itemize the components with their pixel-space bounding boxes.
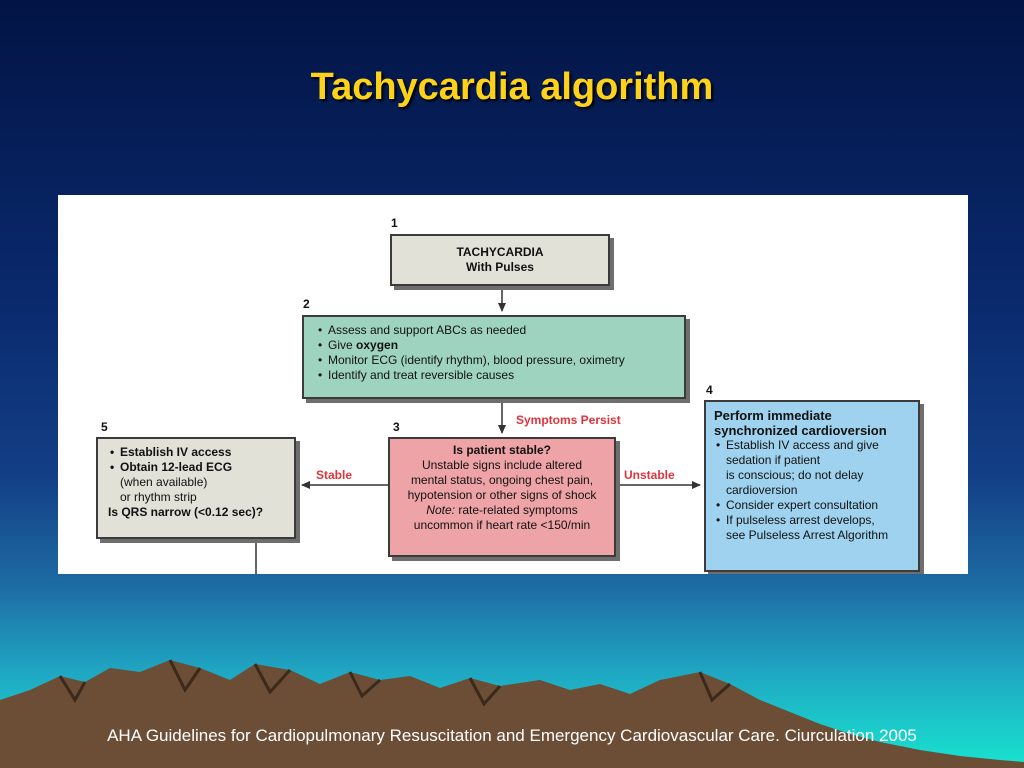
box-stability-check: Is patient stable? Unstable signs includ… xyxy=(388,437,616,557)
box5-footer: Is QRS narrow (<0.12 sec)? xyxy=(108,505,264,519)
step-number-3: 3 xyxy=(393,420,400,434)
mountain-range xyxy=(0,660,1024,768)
box2-item: Monitor ECG (identify rhythm), blood pre… xyxy=(318,353,684,368)
box5-item: Obtain 12-lead ECG xyxy=(110,460,294,475)
box3-note: Note: rate-related symptoms xyxy=(390,503,614,518)
label-stable: Stable xyxy=(316,468,353,482)
box4-item: Establish IV access and give xyxy=(716,438,912,453)
connector-lines xyxy=(255,288,701,574)
box2-item: Give oxygen xyxy=(318,338,684,353)
box2-item: Identify and treat reversible causes xyxy=(318,368,684,383)
step-number-1: 1 xyxy=(391,216,398,230)
box4-item-cont: cardioversion xyxy=(726,483,798,497)
flowchart-figure: 1 TACHYCARDIA With Pulses 2 Assess and s… xyxy=(58,195,968,574)
box2-item: Assess and support ABCs as needed xyxy=(318,323,684,338)
box4-item: Consider expert consultation xyxy=(716,498,912,513)
box4-item-cont: is conscious; do not delay xyxy=(726,468,864,482)
box-iv-ecg: Establish IV access Obtain 12-lead ECG (… xyxy=(96,437,296,539)
box5-item: Establish IV access xyxy=(110,445,294,460)
citation-caption: AHA Guidelines for Cardiopulmonary Resus… xyxy=(107,726,917,745)
box3-line: hypotension or other signs of shock xyxy=(407,488,597,502)
box4-item: If pulseless arrest develops, xyxy=(716,513,912,528)
box2-item2-prefix: Give xyxy=(328,338,357,352)
box4-item-cont: see Pulseless Arrest Algorithm xyxy=(726,528,889,542)
label-unstable: Unstable xyxy=(624,468,675,482)
step-number-4: 4 xyxy=(706,383,713,397)
box-initial-assessment: Assess and support ABCs as needed Give o… xyxy=(302,315,686,399)
box4-heading1: Perform immediate xyxy=(714,408,832,423)
box3-note-label: Note: xyxy=(426,503,455,517)
box5-item-cont: (when available) xyxy=(120,475,208,489)
box2-item2-bold: oxygen xyxy=(356,338,399,352)
box1-line2: With Pulses xyxy=(466,260,534,274)
box-tachycardia: TACHYCARDIA With Pulses xyxy=(390,234,610,286)
box3-line: mental status, ongoing chest pain, xyxy=(410,473,594,487)
slide-title: Tachycardia algorithm xyxy=(310,66,714,108)
box3-note-text: rate-related symptoms xyxy=(454,503,578,517)
box5-item-cont: or rhythm strip xyxy=(120,490,197,504)
label-symptoms-persist: Symptoms Persist xyxy=(516,413,621,427)
step-number-5: 5 xyxy=(101,420,108,434)
box4-item-cont: sedation if patient xyxy=(726,453,821,467)
box4-heading2: synchronized cardioversion xyxy=(714,423,887,438)
box-cardioversion: Perform immediate synchronized cardiover… xyxy=(704,400,920,572)
box3-line: uncommon if heart rate <150/min xyxy=(413,518,591,532)
box1-line1: TACHYCARDIA xyxy=(456,245,544,259)
step-number-2: 2 xyxy=(303,297,310,311)
box3-line: Unstable signs include altered xyxy=(421,458,583,472)
box3-heading: Is patient stable? xyxy=(452,443,552,457)
mountain-ridges xyxy=(58,659,731,707)
